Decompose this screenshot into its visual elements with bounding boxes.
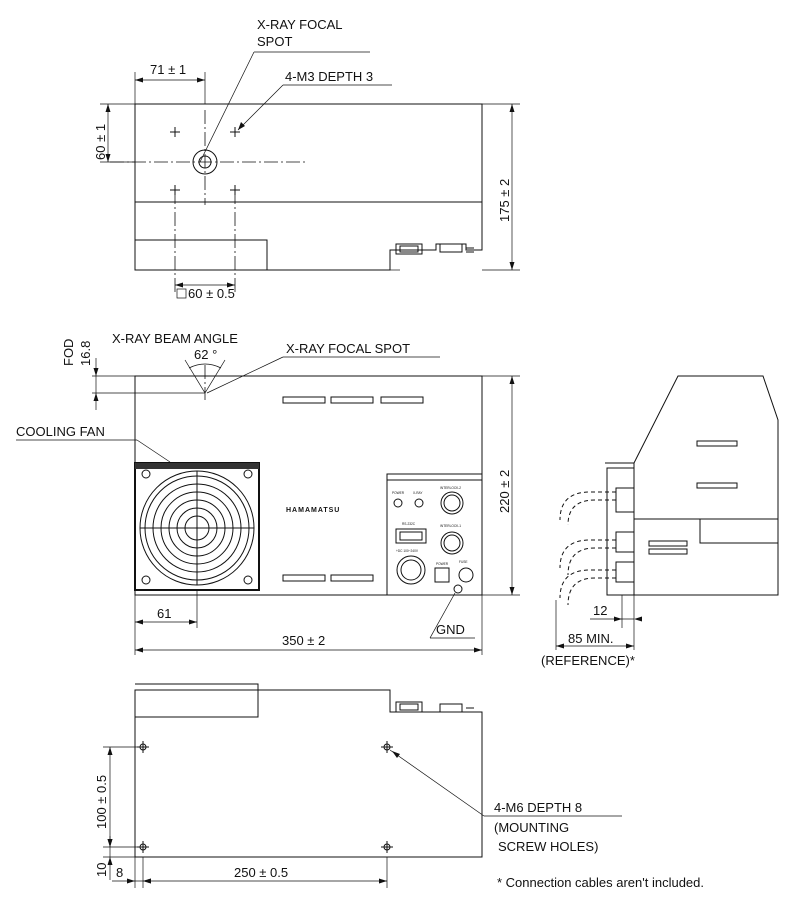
fod-label: FOD	[61, 339, 76, 366]
focal-spot-top-label-2: SPOT	[257, 34, 292, 49]
top-view-base-plate	[135, 239, 268, 270]
dim-175-label: 175 ± 2	[497, 179, 512, 222]
cooling-fan-leader	[136, 439, 171, 463]
focal-spot-outer	[192, 149, 218, 175]
top-view-outline	[134, 103, 483, 271]
side-vent-1	[696, 440, 738, 447]
dc-in-connector	[396, 555, 426, 585]
m3-leader	[237, 84, 284, 131]
bottom-view: 4-M6 DEPTH 8 (MOUNTING SCREW HOLES) 100 …	[94, 683, 704, 890]
dim-71-label: 71 ± 1	[150, 62, 186, 77]
m6-leader	[389, 749, 485, 817]
interlock1-connector	[440, 531, 464, 555]
xray-indicator	[414, 498, 424, 508]
side-view-outline	[633, 375, 779, 596]
bottom-connector-power	[439, 703, 463, 713]
dim-85-label: 85 MIN.	[568, 631, 614, 646]
vent-bottom-1	[282, 574, 326, 582]
reference-label: (REFERENCE)*	[541, 653, 635, 668]
panel-power-label: POWER	[392, 491, 405, 495]
panel-dcin-label: +DC 100~240V	[396, 549, 419, 553]
dim-61-label: 61	[157, 606, 171, 621]
dim-100-label: 100 ± 0.5	[94, 775, 109, 829]
mounting-label-2: SCREW HOLES)	[498, 839, 598, 854]
side-connectors	[606, 467, 635, 596]
front-focal-leader	[206, 356, 284, 394]
rs232-connector	[395, 528, 427, 544]
top-connector-rs232	[395, 243, 423, 255]
m6-label: 4-M6 DEPTH 8	[494, 800, 582, 815]
top-view: 71 ± 1 60 ± 1 175 ± 2 60 ± 0.5 X-RAY FOC…	[93, 17, 520, 301]
beam-angle-label: X-RAY BEAM ANGLE	[112, 331, 238, 346]
fod-value: 16.8	[78, 341, 93, 366]
control-panel: POWER X-RAY INTERLOCK-2 INTERLOCK-1 RS-2…	[386, 473, 482, 595]
dim-12-label: 12	[593, 603, 607, 618]
dim-square-60-label: 60 ± 0.5	[188, 286, 235, 301]
vent-top-1	[282, 396, 326, 404]
mounting-label-1: (MOUNTING	[494, 820, 569, 835]
fuse-holder	[458, 567, 474, 583]
top-connector-power	[439, 243, 463, 253]
interlock2-connector	[440, 491, 464, 515]
side-view: 12 85 MIN. (REFERENCE)*	[541, 375, 779, 668]
bottom-connector-rs232	[395, 701, 423, 713]
dim-60-label: 60 ± 1	[93, 124, 108, 160]
cooling-fan	[134, 462, 260, 591]
panel-interlock2-label: INTERLOCK-2	[440, 486, 461, 490]
panel-fuse-label: FUSE	[459, 560, 468, 564]
side-vent-2	[696, 482, 738, 489]
panel-rs232-label: RS-232C	[402, 522, 416, 526]
side-cables	[559, 491, 616, 606]
focal-spot-top-label-1: X-RAY FOCAL	[257, 17, 342, 32]
top-connector-rs232-inner	[399, 245, 419, 253]
gnd-leader	[429, 592, 456, 639]
focal-spot-front-label: X-RAY FOCAL SPOT	[286, 341, 410, 356]
side-base-plate	[699, 518, 779, 544]
focal-leader	[199, 51, 255, 163]
side-vent-3	[648, 540, 688, 547]
side-vent-4	[648, 548, 688, 555]
beam-angle-value: 62 °	[194, 347, 217, 362]
dim-10-label: 10	[94, 863, 109, 877]
panel-power-switch-label: POWER	[436, 562, 449, 566]
gnd-terminal	[453, 584, 463, 594]
power-indicator	[393, 498, 403, 508]
gnd-label: GND	[436, 622, 465, 637]
dim-220-label: 220 ± 2	[497, 470, 512, 513]
panel-interlock1-label: INTERLOCK-1	[440, 524, 461, 528]
bottom-base-plate	[135, 683, 259, 718]
dim-350-label: 350 ± 2	[282, 633, 325, 648]
vent-top-2	[330, 396, 374, 404]
front-view: HAMAMATSU POWER X-RAY INTERLOCK-2 INTERL…	[16, 331, 520, 655]
square-symbol	[176, 288, 187, 299]
power-switch	[434, 567, 450, 583]
dim-250-label: 250 ± 0.5	[234, 865, 288, 880]
bottom-view-outline	[134, 689, 483, 858]
m6-hole-marks	[137, 741, 393, 853]
cooling-fan-label: COOLING FAN	[16, 424, 105, 439]
beam-ray-left	[184, 359, 206, 394]
vent-top-3	[380, 396, 424, 404]
m3-label: 4-M3 DEPTH 3	[285, 69, 373, 84]
dim-8-label: 8	[116, 865, 123, 880]
focal-spot-inner	[198, 155, 212, 169]
beam-ray-right	[204, 359, 226, 394]
brand-label: HAMAMATSU	[286, 507, 340, 514]
panel-xray-label: X-RAY	[413, 491, 423, 495]
top-connector-stub	[466, 247, 474, 253]
footnote: * Connection cables aren't included.	[497, 875, 704, 890]
vent-bottom-2	[330, 574, 374, 582]
m3-hole-marks	[170, 127, 240, 195]
